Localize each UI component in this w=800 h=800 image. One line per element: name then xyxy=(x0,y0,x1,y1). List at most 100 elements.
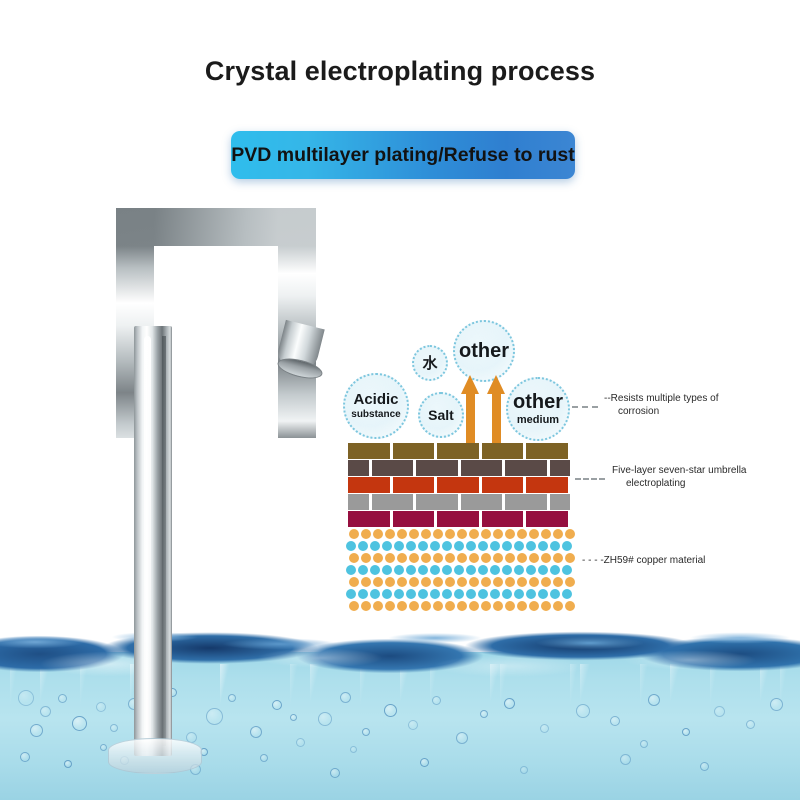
substrate-dot xyxy=(457,553,467,563)
substrate-dot xyxy=(358,541,368,551)
water-bubble xyxy=(206,708,223,725)
substrate-dot xyxy=(457,529,467,539)
substrate-dot xyxy=(493,529,503,539)
callout-electroplating: Five-layer seven-star umbrella electropl… xyxy=(612,464,782,490)
callout-corrosion-line2: corrosion xyxy=(618,406,660,418)
substrate-dot xyxy=(517,553,527,563)
brick xyxy=(348,494,369,510)
pvd-banner: PVD multilayer plating/Refuse to rust xyxy=(231,131,575,179)
substrate-dot xyxy=(505,577,515,587)
substrate-dot xyxy=(349,529,359,539)
substrate-dot xyxy=(454,541,464,551)
medium-bubble-Salt: Salt xyxy=(418,392,464,438)
substrate-dot xyxy=(406,589,416,599)
substrate-dot xyxy=(421,577,431,587)
brick xyxy=(549,460,570,476)
brick xyxy=(348,511,390,527)
substrate-dot xyxy=(397,553,407,563)
brick xyxy=(505,460,547,476)
callout-substrate: - - - -ZH59# copper material xyxy=(582,554,782,567)
substrate-dot xyxy=(430,541,440,551)
substrate-dot xyxy=(505,601,515,611)
medium-bubble-label: other xyxy=(459,340,509,362)
substrate-dot xyxy=(526,589,536,599)
water-background xyxy=(0,628,800,800)
water-bubble xyxy=(576,704,590,718)
water-bubble xyxy=(432,696,441,705)
brick xyxy=(526,477,568,493)
substrate-dot xyxy=(562,541,572,551)
medium-bubble-label: Acidic xyxy=(353,391,399,408)
water-bubble xyxy=(30,724,43,737)
water-bubble xyxy=(296,738,305,747)
water-bubble xyxy=(620,754,631,765)
substrate-dot xyxy=(505,553,515,563)
substrate-dot xyxy=(442,589,452,599)
water-bubble xyxy=(420,758,429,767)
water-bubble xyxy=(290,714,297,721)
substrate-dot xyxy=(430,565,440,575)
substrate-dot xyxy=(481,601,491,611)
substrate-dot xyxy=(442,565,452,575)
arrow-shaft xyxy=(492,392,501,445)
substrate-dot xyxy=(409,529,419,539)
arrow-shaft xyxy=(466,392,475,445)
brick xyxy=(481,443,523,459)
substrate-dot xyxy=(550,541,560,551)
substrate-dot xyxy=(358,565,368,575)
electroplating-layer-stack xyxy=(348,443,570,528)
water-bubble xyxy=(18,690,34,706)
substrate-dot xyxy=(445,577,455,587)
substrate-dot xyxy=(454,589,464,599)
arrow-head-icon xyxy=(461,375,479,394)
substrate-dot xyxy=(361,529,371,539)
water-bubble xyxy=(770,698,783,711)
substrate-dot xyxy=(466,565,476,575)
brick xyxy=(437,511,479,527)
substrate-dot xyxy=(469,529,479,539)
medium-bubble-label: Salt xyxy=(428,407,454,423)
brick xyxy=(481,477,523,493)
substrate-dot xyxy=(490,541,500,551)
substrate-dot xyxy=(433,529,443,539)
brick xyxy=(392,443,434,459)
callout-substrate-line1: - - - -ZH59# copper material xyxy=(582,555,706,566)
substrate-dot xyxy=(406,565,416,575)
substrate-dot xyxy=(349,601,359,611)
substrate-dot xyxy=(382,565,392,575)
substrate-dot-row xyxy=(346,601,575,612)
callout-corrosion: --Resists multiple types of corrosion xyxy=(604,392,774,418)
medium-bubble-label: other xyxy=(513,390,563,413)
faucet-base-plate xyxy=(108,738,202,774)
water-bubble xyxy=(110,724,118,732)
substrate-dot xyxy=(430,589,440,599)
substrate-dot xyxy=(373,529,383,539)
substrate-dot xyxy=(433,553,443,563)
substrate-dot xyxy=(490,565,500,575)
leader-line-corrosion xyxy=(572,406,598,408)
substrate-dot xyxy=(481,529,491,539)
substrate-dot xyxy=(346,589,356,599)
brick xyxy=(348,460,369,476)
faucet-highlight xyxy=(144,336,151,746)
substrate-dot xyxy=(457,577,467,587)
water-bubble xyxy=(100,744,107,751)
substrate-dot xyxy=(469,601,479,611)
substrate-dot xyxy=(409,553,419,563)
water-bubble xyxy=(330,768,340,778)
substrate-dot xyxy=(565,577,575,587)
substrate-dot xyxy=(397,577,407,587)
faucet-column xyxy=(134,326,172,756)
water-bubble xyxy=(648,694,660,706)
brick xyxy=(505,494,547,510)
substrate-dot xyxy=(385,553,395,563)
brick xyxy=(392,511,434,527)
substrate-dot xyxy=(538,565,548,575)
brick xyxy=(526,443,568,459)
resistance-arrow-1 xyxy=(461,375,479,445)
substrate-dot xyxy=(385,529,395,539)
substrate-dot xyxy=(505,529,515,539)
substrate-dot xyxy=(445,529,455,539)
substrate-dot xyxy=(397,529,407,539)
